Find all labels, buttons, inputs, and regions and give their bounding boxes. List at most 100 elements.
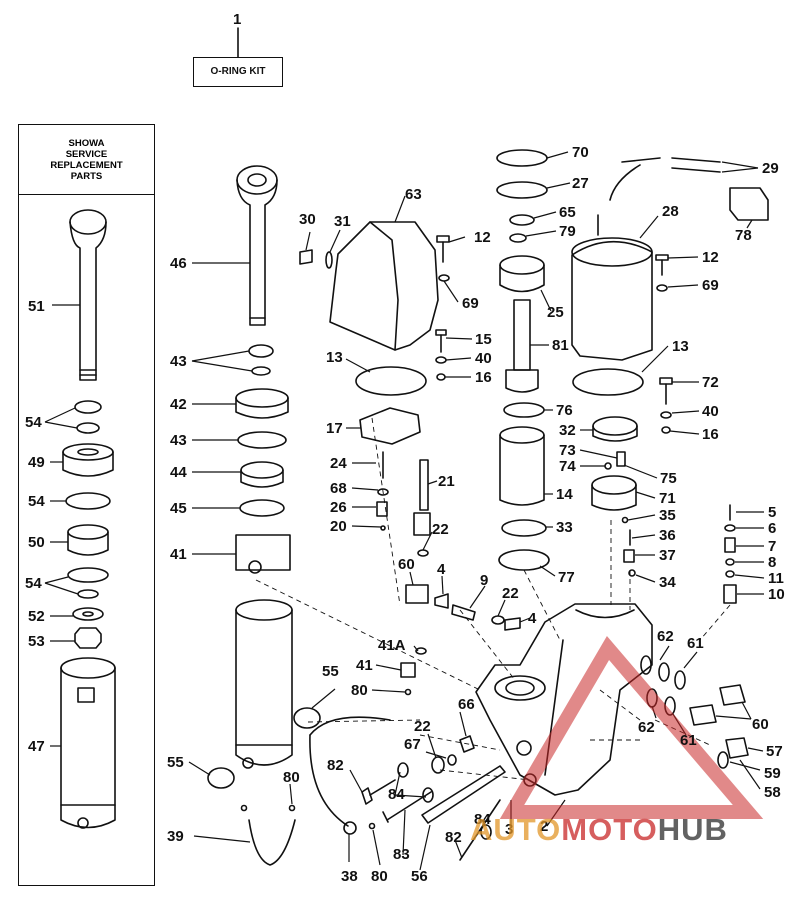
callout-label: 15 (475, 331, 492, 348)
callout-label: 14 (556, 486, 573, 503)
callout-label: 27 (572, 175, 589, 192)
middle-parts (299, 221, 521, 631)
callout-label: 41A (378, 637, 406, 654)
callout-label: 24 (330, 455, 347, 472)
callout-label: 4 (528, 610, 537, 627)
callout-label: 41 (170, 546, 187, 563)
callout-label: 61 (680, 732, 697, 749)
watermark-part: HUB (657, 812, 728, 847)
callout-label: 81 (552, 337, 569, 354)
callout-label: 69 (702, 277, 719, 294)
callout-label: 16 (702, 426, 719, 443)
callout-label: 1 (233, 11, 242, 28)
callout-label: 39 (167, 828, 184, 845)
callout-label: 4 (437, 561, 446, 578)
callout-label: 67 (404, 736, 421, 753)
callout-label: 22 (414, 718, 431, 735)
callout-label: 3 (505, 821, 514, 838)
callout-label: 63 (405, 186, 422, 203)
callout-label: 49 (28, 454, 45, 471)
callout-label: 29 (762, 160, 779, 177)
callout-label: 16 (475, 369, 492, 386)
callout-label: 26 (330, 499, 347, 516)
callout-label: 17 (326, 420, 343, 437)
callout-label: 59 (764, 765, 781, 782)
callout-label: 22 (502, 585, 519, 602)
callout-label: 12 (702, 249, 719, 266)
showa-parts-panel: SHOWA SERVICE REPLACEMENT PARTS (18, 124, 155, 886)
callout-label: 76 (556, 402, 573, 419)
callout-label: 6 (768, 520, 777, 537)
callout-label: 34 (659, 574, 676, 591)
callout-label: 57 (766, 743, 783, 760)
showa-title-line: SERVICE (65, 148, 108, 160)
callout-label: 82 (445, 829, 462, 846)
right-parts (496, 149, 769, 604)
callout-label: 55 (322, 663, 339, 680)
callout-label: 32 (559, 422, 576, 439)
callout-label: 62 (657, 628, 674, 645)
callout-label: 10 (768, 586, 785, 603)
callout-label: 55 (167, 754, 184, 771)
callout-label: 42 (170, 396, 187, 413)
callout-label: 13 (672, 338, 689, 355)
callout-label: 54 (25, 414, 42, 431)
callout-label: 45 (170, 500, 187, 517)
callout-label: 56 (411, 868, 428, 885)
callout-label: 30 (299, 211, 316, 228)
callout-label: 33 (556, 519, 573, 536)
callout-label: 38 (341, 868, 358, 885)
callout-label: 8 (768, 554, 777, 571)
callout-label: 46 (170, 255, 187, 272)
callout-label: 40 (475, 350, 492, 367)
callout-label: 47 (28, 738, 45, 755)
callout-label: 25 (547, 304, 564, 321)
left-column-parts (235, 165, 293, 769)
oring-kit-label: O-RING KIT (193, 57, 283, 87)
callout-label: 2 (540, 818, 549, 835)
callout-label: 22 (432, 521, 449, 538)
callout-label: 44 (170, 464, 187, 481)
callout-label: 50 (28, 534, 45, 551)
showa-title-line: REPLACEMENT (50, 159, 123, 171)
watermark-part: MOTO (561, 812, 658, 847)
callout-label: 70 (572, 144, 589, 161)
callout-label: 84 (474, 811, 491, 828)
callout-label: 52 (28, 608, 45, 625)
callout-label: 43 (170, 353, 187, 370)
callout-label: 84 (388, 786, 405, 803)
callout-label: 11 (768, 570, 784, 587)
callout-label: 74 (559, 458, 576, 475)
callout-label: 20 (330, 518, 347, 535)
callout-label: 60 (752, 716, 769, 733)
callout-label: 77 (558, 569, 575, 586)
callout-label: 72 (702, 374, 719, 391)
showa-parts (60, 209, 116, 829)
watermark-text: AUTOMOTOHUB (470, 812, 728, 848)
callout-label: 62 (638, 719, 655, 736)
callout-label: 37 (659, 547, 676, 564)
callout-label: 58 (764, 784, 781, 801)
callout-label: 65 (559, 204, 576, 221)
callout-label: 75 (660, 470, 677, 487)
callout-label: 80 (371, 868, 388, 885)
callout-label: 82 (327, 757, 344, 774)
callout-label: 69 (462, 295, 479, 312)
callout-label: 21 (438, 473, 455, 490)
callout-label: 31 (334, 213, 351, 230)
callout-label: 9 (480, 572, 489, 589)
callout-label: 54 (28, 493, 45, 510)
showa-panel-title: SHOWA SERVICE REPLACEMENT PARTS (19, 125, 154, 195)
callout-label: 28 (662, 203, 679, 220)
callout-label: 68 (330, 480, 347, 497)
callout-label: 61 (687, 635, 704, 652)
callout-label: 12 (474, 229, 491, 246)
showa-title-line: SHOWA (68, 138, 105, 149)
callout-label: 66 (458, 696, 475, 713)
callout-label: 35 (659, 507, 676, 524)
callout-label: 80 (351, 682, 368, 699)
showa-title-line: PARTS (70, 170, 103, 182)
callout-label: 43 (170, 432, 187, 449)
callout-label: 40 (702, 403, 719, 420)
